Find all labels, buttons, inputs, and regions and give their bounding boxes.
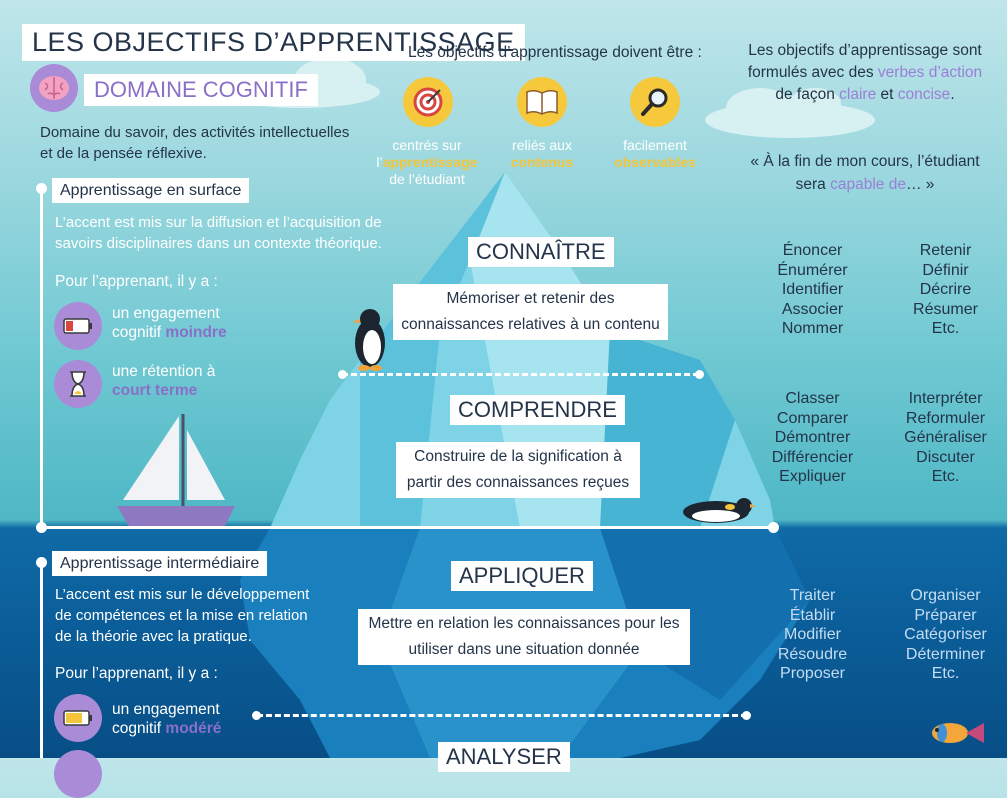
verbs-comprendre-col1: Classer Comparer Démontrer Différencier …: [771, 390, 854, 485]
formulation-quote: « À la fin de mon cours, l’étudiant sera…: [750, 153, 980, 193]
level-connaitre-title: CONNAÎTRE: [468, 237, 614, 267]
brain-icon: [39, 76, 69, 100]
intermediate-label: Apprentissage intermédiaire: [52, 551, 268, 577]
page-title: LES OBJECTIFS D’APPRENTISSAGE: [22, 24, 525, 61]
surface-bottom-dot-left: [36, 522, 47, 533]
level-appliquer-desc: Mettre en relation les connaissances pou…: [358, 609, 690, 665]
criteria-book-badge: [517, 77, 567, 127]
level-comprendre-desc: Construire de la signification à partir …: [396, 442, 640, 498]
criteria-contents: reliés aux contenus: [510, 137, 574, 170]
surface-bottom-dot-right: [768, 522, 779, 533]
surface-description: L’accent est mis sur la diffusion et l’a…: [55, 214, 382, 252]
sailboat-illustration: [117, 414, 235, 526]
intermediate-engagement-badge: [54, 694, 102, 742]
verbs-appliquer-col1: Traiter Établir Modifier Résoudre Propos…: [777, 587, 848, 682]
level-analyser-title: ANALYSER: [438, 742, 570, 772]
surface-timeline-line: [40, 188, 43, 528]
intermediate-description: L’accent est mis sur le développement de…: [55, 586, 310, 645]
criteria-observable: facilement observables: [614, 137, 696, 170]
intermediate-engagement: un engagement cognitif modéré: [112, 701, 222, 737]
level-comprendre-title: COMPRENDRE: [450, 395, 625, 425]
level-connaitre-desc: Mémoriser et retenir des connaissances r…: [393, 284, 668, 340]
brain-badge: [30, 64, 78, 112]
intermediate-timeline-dot: [36, 557, 47, 568]
magnifier-icon: [641, 88, 668, 116]
surface-retention-badge: [54, 360, 102, 408]
appliquer-divider: [257, 714, 747, 717]
intermediate-learner: Pour l’apprenant, il y a :: [55, 665, 218, 682]
surface-engagement: un engagement cognitif moindre: [112, 305, 227, 341]
surface-engagement-badge: [54, 302, 102, 350]
formulation-text: Les objectifs d’apprentissage sont formu…: [747, 42, 983, 103]
target-icon: [413, 87, 443, 117]
surface-label: Apprentissage en surface: [52, 178, 250, 204]
surface-learner: Pour l’apprenant, il y a :: [55, 273, 218, 290]
verbs-connaitre-col2: Retenir Définir Décrire Résumer Etc.: [913, 242, 978, 337]
appliquer-divider-dot-left: [252, 711, 261, 720]
fish-illustration: [932, 723, 984, 743]
criteria-intro: Les objectifs d’apprentissage doivent êt…: [408, 44, 702, 61]
connaitre-divider-dot-right: [695, 370, 704, 379]
surface-retention: une rétention à court terme: [112, 363, 216, 399]
verbs-connaitre-col1: Énoncer Énumérer Identifier Associer Nom…: [777, 242, 848, 337]
intermediate-timeline-line: [40, 562, 43, 758]
connaitre-divider-dot-left: [338, 370, 347, 379]
criteria-magnifier-badge: [630, 77, 680, 127]
battery-low-icon: [63, 318, 92, 334]
level-appliquer-title: APPLIQUER: [451, 561, 593, 591]
domain-description: Domaine du savoir, des activités intelle…: [40, 124, 350, 162]
verbs-appliquer-col2: Organiser Préparer Catégoriser Détermine…: [904, 587, 987, 682]
criteria-centred: centrés sur l’apprentissage de l’étudian…: [376, 137, 478, 187]
surface-timeline-dot: [36, 183, 47, 194]
appliquer-divider-dot-right: [742, 711, 751, 720]
criteria-target-badge: [403, 77, 453, 127]
hourglass-icon: [70, 371, 86, 397]
intermediate-next-badge: [54, 750, 102, 798]
surface-bottom-line: [40, 526, 773, 529]
lying-penguin-illustration: [683, 498, 756, 523]
verbs-comprendre-col2: Interpréter Reformuler Généraliser Discu…: [904, 390, 987, 485]
connaitre-divider: [342, 373, 699, 376]
battery-medium-icon: [63, 710, 92, 726]
domain-title: DOMAINE COGNITIF: [84, 74, 318, 106]
book-icon: [526, 89, 558, 115]
penguin-illustration: [352, 309, 385, 371]
